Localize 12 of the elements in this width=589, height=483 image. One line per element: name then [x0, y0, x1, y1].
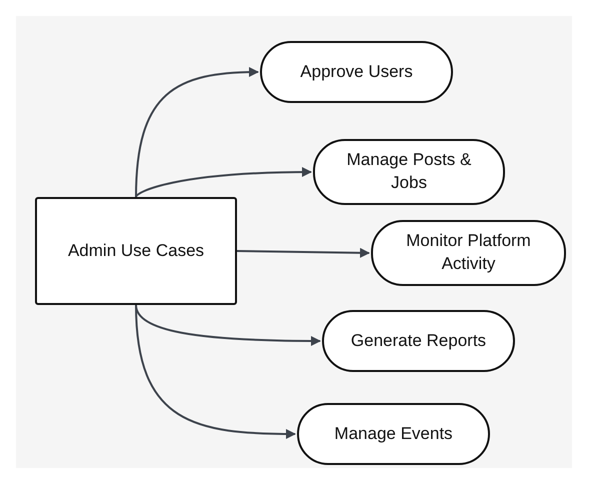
arrow [135, 67, 259, 198]
node-label: Monitor Platform Activity [405, 230, 532, 275]
node-label: Manage Events [334, 422, 453, 445]
arrow [236, 248, 370, 258]
node-label: Generate Reports [350, 330, 486, 352]
node-label: Admin Use Cases [68, 240, 204, 262]
arrow [135, 304, 296, 439]
arrow [135, 304, 321, 346]
node-label: Approve Users [300, 60, 413, 83]
process-box [35, 197, 237, 305]
node-label: Manage Posts & Jobs [346, 149, 472, 194]
arrow [135, 167, 312, 198]
